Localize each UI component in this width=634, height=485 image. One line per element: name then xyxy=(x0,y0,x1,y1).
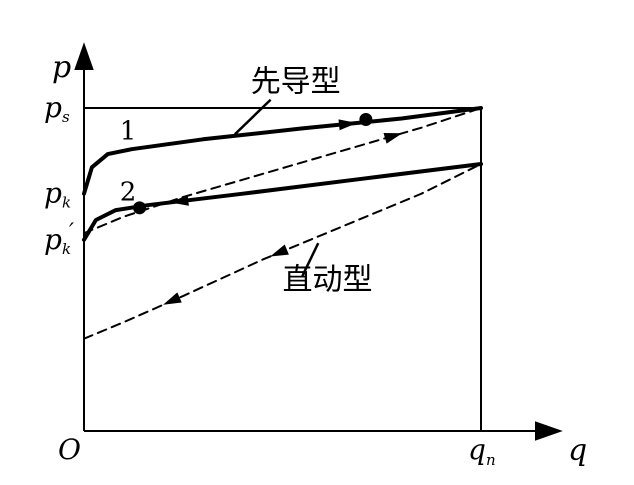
direct-solid-curve xyxy=(82,162,483,242)
arrowhead-1 xyxy=(170,194,189,206)
pilot-dashed-curve xyxy=(83,107,482,235)
x-tick-qn: qn xyxy=(468,433,496,469)
pilot-solid-curve xyxy=(82,106,483,196)
y-tick-label-1: pk xyxy=(44,177,71,212)
leader-lines xyxy=(233,98,320,277)
operating-point-1 xyxy=(133,201,147,215)
y-tick-label-0: ps xyxy=(44,91,70,126)
leader-line-0 xyxy=(233,98,272,136)
arrowhead-4 xyxy=(163,292,182,305)
y-tick-label-2: pk′ xyxy=(44,220,74,258)
operating-point-0 xyxy=(359,113,373,126)
annotation-0: 先导型 xyxy=(251,65,341,100)
y-ticks: ps pk pk′ xyxy=(44,91,74,258)
y-axis-label: p xyxy=(52,50,71,85)
curve-arrows xyxy=(163,119,403,305)
curves xyxy=(82,106,483,340)
origin-label: O xyxy=(58,433,81,466)
annotation-2: 1 xyxy=(120,116,137,146)
arrowhead-2 xyxy=(383,133,403,144)
operating-points xyxy=(133,113,373,215)
arrowhead-0 xyxy=(338,119,357,131)
plot-frame xyxy=(74,42,563,441)
annotation-1: 直动型 xyxy=(283,262,373,297)
direct-dashed-curve xyxy=(83,163,482,340)
arrowhead-3 xyxy=(270,244,289,257)
x-axis-label: q xyxy=(568,433,587,468)
leader-line-1 xyxy=(301,242,320,277)
annotation-3: 2 xyxy=(120,177,137,207)
